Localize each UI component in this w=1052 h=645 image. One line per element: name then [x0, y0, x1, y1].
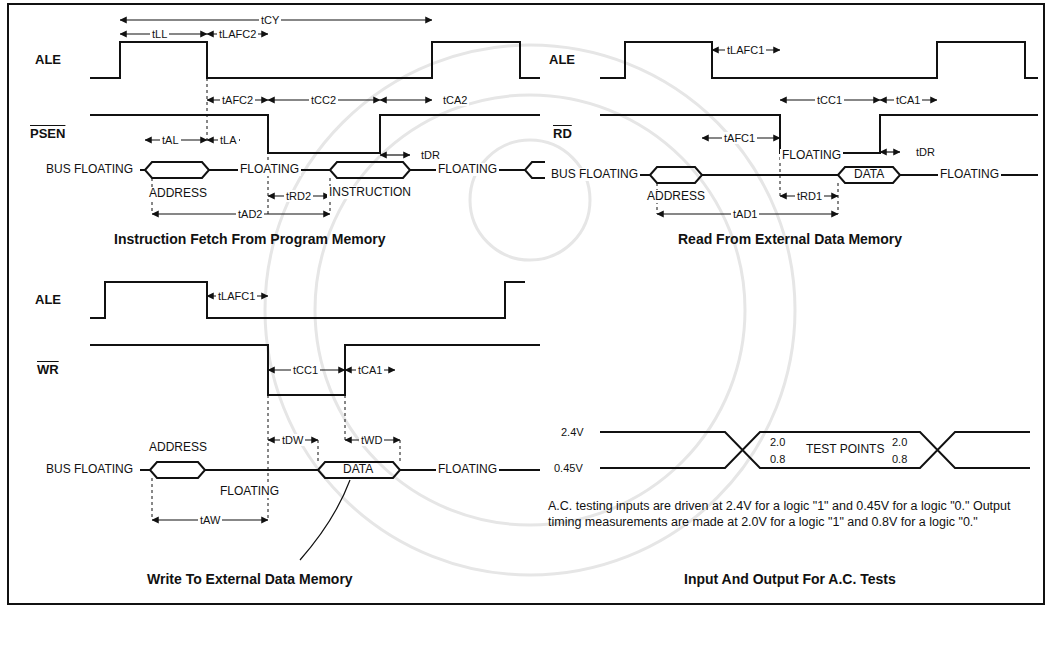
bus-state: DATA — [852, 168, 886, 181]
voltage-level: 0.8 — [891, 453, 908, 465]
dimension-arrow — [880, 151, 900, 152]
timing-parameter: tDW — [280, 434, 305, 446]
signal-name: PSEN — [30, 127, 65, 141]
guide-line — [838, 183, 839, 214]
bus-state: FLOATING — [938, 168, 1001, 181]
bus-state: ADDRESS — [147, 187, 209, 200]
psen-wave — [90, 115, 540, 153]
rd-wave — [600, 115, 1038, 153]
frame — [8, 4, 1044, 604]
wr-wave — [90, 345, 540, 395]
voltage-level: 2.0 — [769, 436, 786, 448]
timing-parameter: tLAFC1 — [725, 44, 766, 56]
timing-parameter: tAFC1 — [722, 132, 757, 144]
ale-wave — [90, 42, 540, 78]
guide-line — [152, 478, 153, 520]
timing-parameter: tLAFC1 — [216, 290, 257, 302]
timing-parameter: tAFC2 — [220, 94, 255, 106]
timing-parameter: tAL — [160, 134, 181, 146]
panel-title: Instruction Fetch From Program Memory — [114, 232, 385, 247]
dimension-arrow — [380, 154, 410, 155]
timing-parameter: tAD2 — [236, 208, 264, 220]
bus-state: FLOATING — [436, 163, 499, 176]
timing-parameter: tRD2 — [284, 190, 313, 202]
bus-state: BUS FLOATING — [44, 163, 135, 176]
timing-parameter: tCA2 — [441, 94, 469, 106]
timing-parameter: tAD1 — [731, 208, 759, 220]
panel-title: Read From External Data Memory — [678, 232, 902, 247]
timing-parameter: tDR — [419, 149, 442, 161]
timing-parameter: tWD — [359, 434, 384, 446]
bus-valid — [145, 162, 209, 178]
bus-state: TEST POINTS — [804, 443, 886, 456]
bus-valid — [650, 167, 702, 183]
bus-state: ADDRESS — [147, 441, 209, 454]
guide-line — [207, 78, 208, 140]
bus-state: BUS FLOATING — [549, 168, 640, 181]
bus-state: BUS FLOATING — [44, 463, 135, 476]
timing-parameter: tCA1 — [894, 94, 922, 106]
timing-parameter: tCC1 — [815, 94, 844, 106]
guide-line — [400, 440, 401, 462]
bus-state: FLOATING — [436, 463, 499, 476]
timing-parameter: tCA1 — [356, 364, 384, 376]
bus-state: DATA — [341, 463, 375, 476]
voltage-level: 0.45V — [553, 462, 584, 474]
timing-parameter: tLA — [218, 134, 239, 146]
waveforms — [90, 42, 1038, 560]
bus-valid — [318, 462, 400, 478]
panel-title: Input And Output For A.C. Tests — [684, 572, 896, 587]
ale-wave — [90, 282, 525, 318]
bus-state: FLOATING — [780, 149, 843, 162]
guide-line — [880, 115, 881, 152]
timing-parameter: tCC2 — [309, 94, 338, 106]
timing-parameter: tAW — [198, 514, 222, 526]
signal-name: RD — [553, 127, 572, 141]
timing-parameter: tDR — [914, 146, 937, 158]
bus-valid — [150, 462, 205, 478]
timing-parameter: tCY — [259, 14, 281, 26]
dimension-arrow — [380, 99, 432, 100]
test-wave — [600, 432, 1030, 468]
bus-state: INSTRUCTION — [327, 186, 413, 199]
bus-state: FLOATING — [238, 163, 301, 176]
timing-parameter: tCC1 — [291, 364, 320, 376]
bus-valid — [330, 162, 410, 178]
voltage-level: 0.8 — [769, 453, 786, 465]
voltage-level: 2.4V — [560, 426, 585, 438]
signal-name: ALE — [35, 293, 61, 307]
signal-name: ALE — [35, 53, 61, 67]
guide-line — [318, 440, 319, 462]
watermark — [265, 45, 795, 575]
bus-state: FLOATING — [218, 485, 281, 498]
guide-line — [268, 395, 269, 520]
bus-valid — [525, 162, 545, 178]
bus-state: ADDRESS — [645, 190, 707, 203]
bus-valid — [838, 167, 900, 183]
leader — [300, 480, 350, 560]
signal-name: ALE — [549, 53, 575, 67]
guide-line — [345, 395, 346, 440]
timing-parameter: tRD1 — [795, 190, 824, 202]
note-text: A.C. testing inputs are driven at 2.4V f… — [548, 498, 1028, 531]
dimension-lines — [120, 20, 937, 520]
timing-parameter: tLAFC2 — [217, 28, 258, 40]
voltage-level: 2.0 — [891, 436, 908, 448]
guide-line — [380, 115, 381, 155]
timing-parameter: tLL — [150, 28, 169, 40]
ale-wave — [600, 42, 1038, 78]
signal-name: WR — [37, 363, 59, 377]
panel-title: Write To External Data Memory — [147, 572, 353, 587]
